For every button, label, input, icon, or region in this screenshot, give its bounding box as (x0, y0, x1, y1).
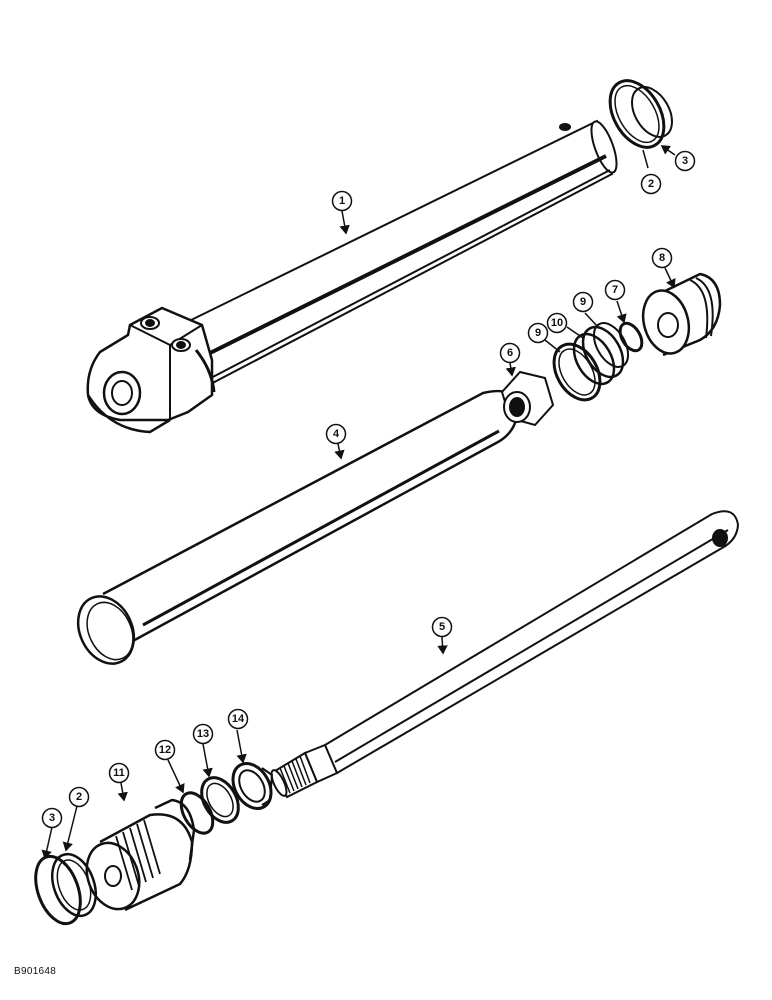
svg-text:2: 2 (648, 178, 654, 190)
piston-seal-rings (552, 322, 630, 402)
callout-1: 1 (331, 190, 353, 212)
callout-5: 5 (431, 616, 453, 638)
svg-text:12: 12 (159, 744, 171, 756)
callout-9-lower: 9 (527, 322, 549, 344)
cylinder-barrel-part (86, 119, 618, 434)
callout-13: 13 (192, 723, 214, 745)
callout-4: 4 (325, 423, 347, 445)
backup-ring-part (179, 791, 215, 835)
callout-3-top: 3 (674, 150, 696, 172)
callout-12: 12 (154, 739, 176, 761)
svg-text:7: 7 (612, 284, 618, 296)
svg-text:6: 6 (507, 347, 513, 359)
callout-2-top: 2 (640, 173, 662, 195)
svg-text:11: 11 (113, 767, 125, 779)
svg-text:14: 14 (232, 713, 245, 725)
svg-text:2: 2 (76, 791, 82, 803)
callout-9-upper: 9 (572, 291, 594, 313)
callout-6: 6 (499, 342, 521, 364)
svg-text:1: 1 (339, 195, 345, 207)
figure-reference-code: B901648 (14, 966, 57, 977)
piston-rod-part (270, 510, 740, 799)
callout-11: 11 (108, 762, 130, 784)
svg-text:3: 3 (49, 812, 55, 824)
callout-2-bottom: 2 (68, 786, 90, 808)
rod-seal-part (200, 776, 240, 824)
svg-text:13: 13 (197, 728, 209, 740)
svg-text:9: 9 (535, 327, 541, 339)
svg-text:5: 5 (439, 621, 445, 633)
svg-text:10: 10 (551, 317, 563, 329)
wiper-seal-ring-top (608, 79, 673, 149)
svg-text:4: 4 (333, 428, 340, 440)
svg-text:3: 3 (682, 155, 688, 167)
svg-text:8: 8 (659, 252, 665, 264)
callout-8: 8 (651, 247, 673, 269)
callout-10: 10 (546, 312, 568, 334)
gland-part (85, 798, 196, 912)
callout-7: 7 (604, 279, 626, 301)
hex-nut-part (500, 370, 555, 427)
callout-3-bottom: 3 (41, 807, 63, 829)
callout-14: 14 (227, 708, 249, 730)
piston-part (641, 272, 722, 357)
o-ring-part (618, 321, 644, 353)
wear-ring-part (231, 762, 274, 810)
svg-text:9: 9 (580, 296, 586, 308)
